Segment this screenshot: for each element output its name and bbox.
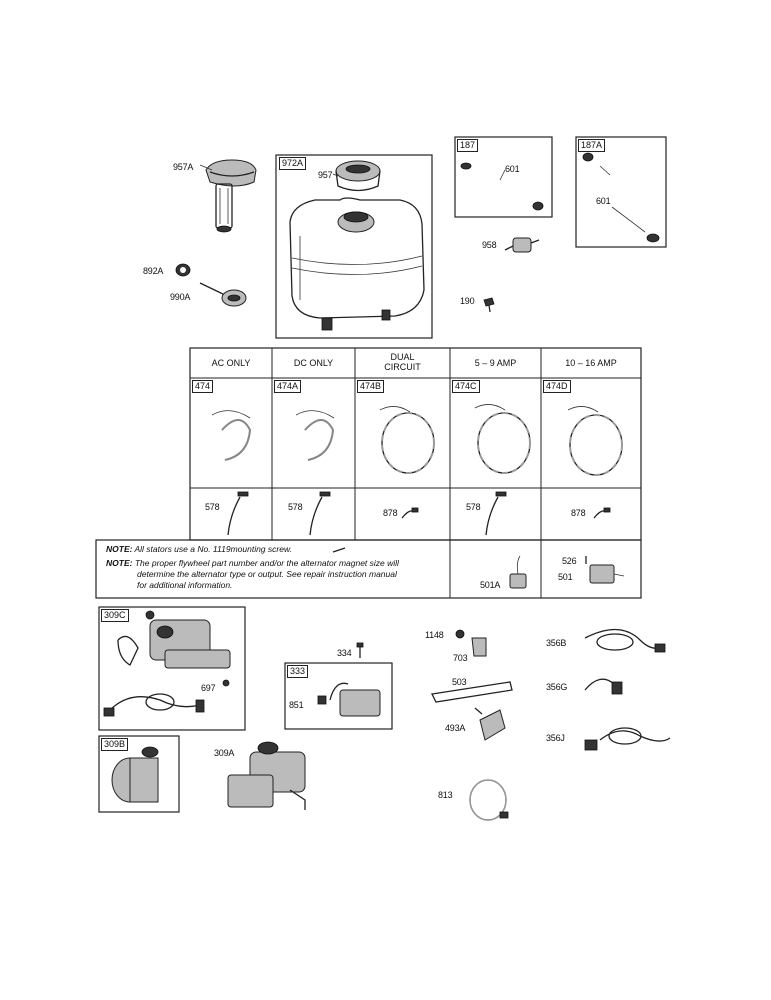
ignition-module-309A-drawing: [227, 741, 306, 810]
note-1: NOTE: All stators use a No. 1119mounting…: [106, 544, 292, 554]
armature-333-drawing: [317, 682, 381, 717]
box-ignition-309B: [98, 735, 180, 813]
note-2: NOTE: The proper flywheel part number an…: [106, 558, 399, 568]
box-fuel-line-187: [454, 136, 553, 218]
label-703: 703: [453, 653, 468, 663]
harness-356B-drawing: [584, 628, 666, 653]
label-892A: 892A: [143, 266, 164, 276]
ignition-module-309B-drawing: [111, 746, 159, 803]
label-503: 503: [452, 677, 467, 687]
stator-474-drawing: [211, 410, 252, 461]
header-dual-circuit: DUAL CIRCUIT: [384, 352, 421, 372]
lead-578-c-drawing: [485, 491, 507, 536]
box-armature-333: [284, 662, 393, 730]
screw-190-drawing: [483, 297, 495, 313]
label-813: 813: [438, 790, 453, 800]
label-578-b: 578: [288, 502, 303, 512]
box-fuel-line-187A: [575, 136, 667, 248]
label-601-a: 601: [505, 164, 520, 174]
bushing-892A-drawing: [175, 263, 191, 277]
tag-474B: 474B: [357, 380, 385, 393]
label-501: 501: [558, 572, 573, 582]
fuel-cap-with-strainer-drawing: [205, 159, 257, 233]
label-578-a: 578: [205, 502, 220, 512]
fuel-line-187A-drawing: [582, 152, 660, 243]
box-fuel-tank: [275, 154, 433, 339]
harness-356G-drawing: [584, 678, 623, 695]
label-356J: 356J: [546, 733, 565, 743]
note-2-prefix: NOTE:: [106, 558, 133, 568]
label-334: 334: [337, 648, 352, 658]
fuel-line-187-drawing: [460, 162, 544, 211]
stator-474D-drawing: [567, 406, 623, 476]
clip-703-drawing: [455, 629, 487, 657]
ignition-coil-309C-drawing: [103, 610, 231, 717]
label-878-a: 878: [383, 508, 398, 518]
fuel-cap-957-drawing: [335, 160, 381, 192]
label-1148: 1148: [425, 630, 444, 640]
header-10-16-amp: 10 – 16 AMP: [565, 358, 617, 368]
lead-878-a-drawing: [401, 507, 419, 519]
note-2-line-2: determine the alternator type or output.…: [137, 569, 397, 579]
tag-474: 474: [192, 380, 214, 393]
header-dc-only: DC ONLY: [293, 358, 334, 368]
clamp-813-drawing: [469, 779, 509, 821]
rectifier-501A-drawing: [509, 555, 527, 589]
label-309A: 309A: [214, 748, 235, 758]
stator-474B-drawing: [379, 406, 435, 474]
tag-187: 187: [457, 139, 479, 152]
label-957: 957: [318, 170, 333, 180]
rectifier-501-drawing: [585, 556, 625, 584]
label-356G: 356G: [546, 682, 568, 692]
tag-474A: 474A: [274, 380, 302, 393]
bracket-493A-drawing: [474, 707, 506, 741]
note-1-prefix: NOTE:: [106, 544, 133, 554]
note-2-line-3: for additional information.: [137, 580, 233, 590]
note-1-text: All stators use a No. 1119mounting screw…: [134, 544, 293, 554]
lead-578-b-drawing: [309, 491, 331, 536]
tag-309C: 309C: [101, 609, 129, 622]
header-ac-only: AC ONLY: [211, 358, 251, 368]
harness-356J-drawing: [584, 727, 671, 751]
screw-334-drawing: [356, 642, 364, 658]
header-5-9-amp: 5 – 9 AMP: [474, 358, 517, 368]
label-493A: 493A: [445, 723, 466, 733]
tag-187A: 187A: [578, 139, 606, 152]
tag-474C: 474C: [452, 380, 480, 393]
mounting-screw-drawing: [332, 547, 346, 553]
label-601-b: 601: [596, 196, 611, 206]
stator-474A-drawing: [295, 410, 335, 461]
label-878-b: 878: [571, 508, 586, 518]
label-578-c: 578: [466, 502, 481, 512]
fuel-filter-drawing: [504, 237, 540, 253]
note-2-line-1: The proper flywheel part number and/or t…: [134, 558, 399, 568]
label-851: 851: [289, 700, 304, 710]
tag-474D: 474D: [543, 380, 571, 393]
label-356B: 356B: [546, 638, 567, 648]
tag-309B: 309B: [101, 738, 129, 751]
label-501A: 501A: [480, 580, 501, 590]
lead-878-b-drawing: [593, 507, 611, 519]
label-958: 958: [482, 240, 497, 250]
tag-333: 333: [287, 665, 309, 678]
label-697: 697: [201, 683, 216, 693]
label-957A: 957A: [173, 162, 194, 172]
box-ignition-309C: [98, 606, 246, 731]
bracket-503-drawing: [431, 681, 513, 703]
dipstick-990A-drawing: [199, 282, 247, 307]
label-526: 526: [562, 556, 577, 566]
label-990A: 990A: [170, 292, 191, 302]
tag-972A: 972A: [279, 157, 307, 170]
alternator-table-grid: [95, 347, 642, 599]
fuel-tank-drawing: [289, 197, 425, 331]
stator-474C-drawing: [474, 404, 531, 474]
label-190: 190: [460, 296, 475, 306]
lead-578-a-drawing: [227, 491, 249, 536]
